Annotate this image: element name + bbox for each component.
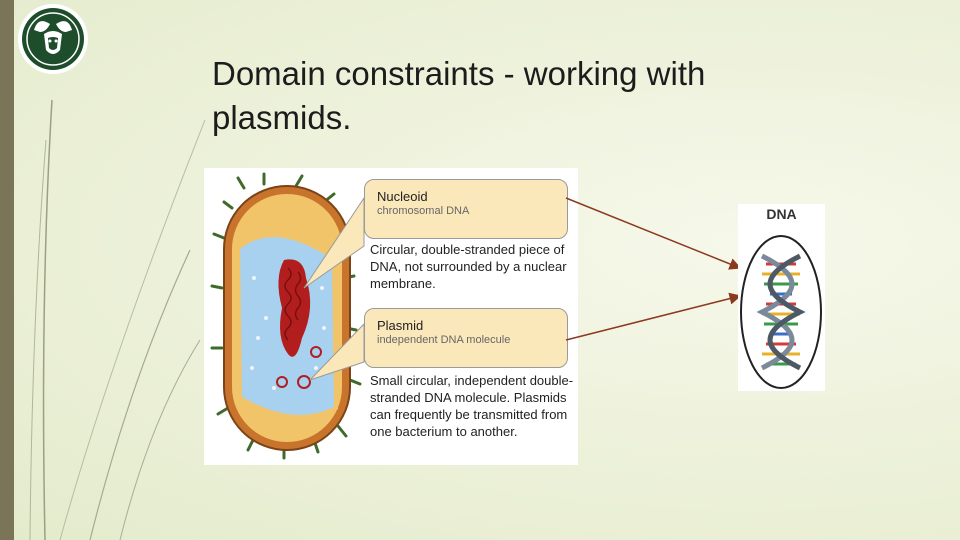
plasmid-description: Small circular, independent double-stran…: [370, 373, 574, 439]
dna-label: DNA: [766, 206, 797, 222]
nucleoid-description: Circular, double-stranded piece of DNA, …: [370, 242, 567, 291]
nucleoid-label: Nucleoid: [377, 189, 428, 204]
bacterium-diagram: Nucleoid chromosomal DNA Circular, doubl…: [204, 168, 578, 465]
left-accent-bar: [0, 0, 14, 540]
slide-title: Domain constraints - working with plasmi…: [212, 55, 706, 136]
plasmid-label: Plasmid: [377, 318, 424, 333]
plasmid-callout: Plasmid independent DNA molecule: [364, 308, 568, 368]
ram-logo-icon: [18, 4, 88, 74]
plasmid-arrow: [565, 292, 742, 341]
nucleoid-subtitle: chromosomal DNA: [377, 205, 470, 217]
nucleoid-callout: Nucleoid chromosomal DNA: [364, 179, 568, 239]
dna-helix-icon: [740, 235, 822, 389]
nucleoid-arrow: [565, 197, 742, 270]
dna-figure: DNA: [738, 204, 825, 391]
bacterium-illustration: [210, 172, 365, 460]
plasmid-subtitle: independent DNA molecule: [377, 334, 511, 346]
